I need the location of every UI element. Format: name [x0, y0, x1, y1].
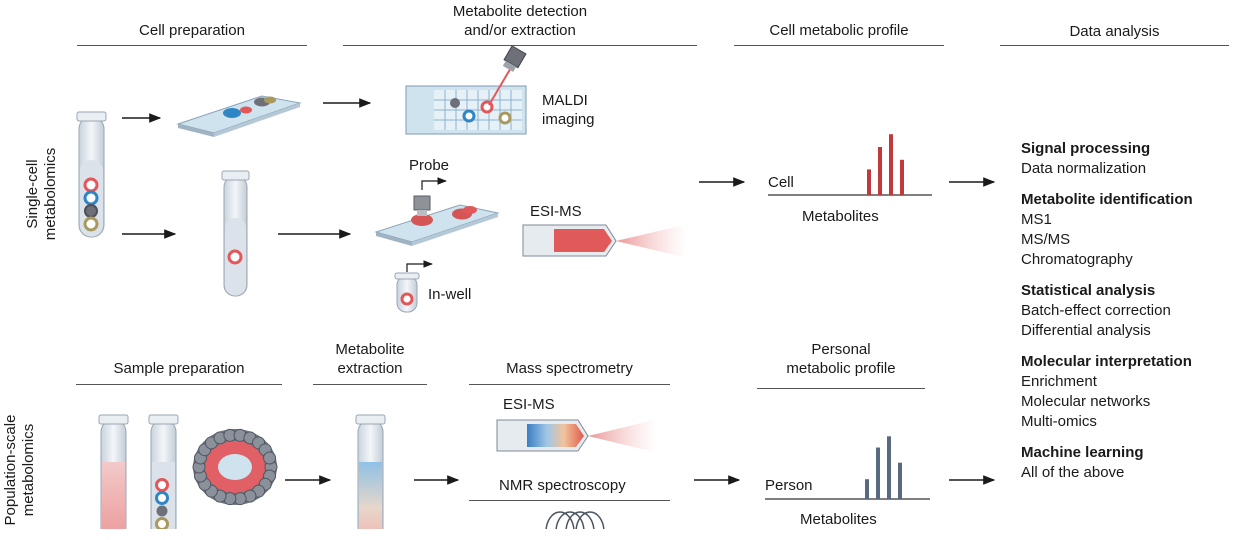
cell-olive-icon [83, 216, 99, 232]
analysis-item: MS/MS [1021, 231, 1071, 248]
esi-ms-instrument-top [522, 224, 688, 258]
maldi-plate-icon [405, 45, 527, 135]
tube-mixed-cells [76, 111, 107, 238]
analysis-item: All of the above [1021, 464, 1125, 481]
metabolite-peak-bar [887, 436, 891, 499]
analysis-item: Data normalization [1021, 160, 1147, 177]
metabolite-peak-bar [878, 147, 882, 195]
analysis-title: Signal processing [1021, 140, 1151, 157]
header-rule [343, 45, 697, 46]
esi-ms-top-label: ESI-MS [530, 203, 582, 220]
analysis-group: Signal processing Data normalization [1021, 139, 1193, 179]
analysis-title: Machine learning [1021, 444, 1144, 461]
nmr-rule [469, 500, 670, 501]
analysis-item: Enrichment [1021, 373, 1097, 390]
metabolite-peak-bar [867, 169, 871, 195]
esi-ms-bottom-label: ESI-MS [503, 396, 555, 413]
header-mass-spectrometry: Mass spectrometry [506, 360, 633, 377]
cell-metabolite-peaks [867, 134, 904, 195]
person-label: Person [765, 477, 813, 494]
analysis-title: Metabolite identification [1021, 191, 1193, 208]
header-metabolite-detection: Metabolite detection and/or extraction [452, 3, 588, 39]
analysis-item: Chromatography [1021, 251, 1133, 268]
analysis-group: Metabolite identification MS1 MS/MS Chro… [1021, 190, 1193, 270]
analysis-title: Molecular interpretation [1021, 353, 1192, 370]
metabolite-peak-bar [889, 134, 893, 195]
analysis-item: Molecular networks [1021, 393, 1151, 410]
glass-slide-with-cells [176, 95, 302, 137]
diagram-graphics [76, 45, 996, 529]
metabolites-top-label: Metabolites [802, 208, 879, 225]
tube-blood-plasma [98, 414, 129, 529]
cell-blue-icon [83, 190, 99, 206]
header-personal-profile: Personal metabolic profile [786, 341, 896, 377]
header-sample-preparation: Sample preparation [113, 360, 245, 377]
data-analysis-list: Signal processing Data normalization Met… [1021, 139, 1193, 494]
header-cell-preparation: Cell preparation [139, 22, 245, 39]
header-metabolite-extraction: Metabolite extraction [335, 341, 405, 377]
metabolite-peak-bar [865, 479, 869, 499]
analysis-item: Batch-effect correction [1021, 302, 1171, 319]
person-metabolite-peaks [865, 436, 902, 499]
tissue-organoid-icon [192, 428, 278, 506]
cell-grey-icon [84, 204, 98, 218]
header-rule [76, 384, 282, 385]
metabolite-peak-bar [898, 462, 902, 499]
analysis-item: Multi-omics [1021, 413, 1097, 430]
metabolite-peak-bar [900, 159, 904, 195]
maldi-label: MALDI imaging [542, 92, 595, 128]
header-cell-metabolic-profile: Cell metabolic profile [769, 22, 909, 39]
probe-slide-icon [374, 177, 500, 246]
cell-red-icon [83, 177, 99, 193]
probe-label: Probe [409, 157, 450, 174]
header-rule [757, 388, 925, 389]
header-rule [1000, 45, 1229, 46]
esi-ms-instrument-bottom [496, 419, 658, 453]
header-rule [734, 45, 944, 46]
analysis-item: Differential analysis [1021, 322, 1151, 339]
nmr-label: NMR spectroscopy [499, 477, 626, 494]
header-rule [77, 45, 307, 46]
analysis-group: Statistical analysis Batch-effect correc… [1021, 281, 1193, 341]
nmr-coil-icon [545, 511, 605, 529]
tube-extracted-metabolites [355, 414, 386, 529]
metabolites-bottom-label: Metabolites [800, 511, 877, 528]
analysis-group: Molecular interpretation Enrichment Mole… [1021, 352, 1193, 432]
header-rule [469, 384, 670, 385]
metabolite-peak-bar [876, 447, 880, 499]
tube-cells-population [148, 414, 179, 529]
in-well-label: In-well [428, 286, 472, 303]
analysis-group: Machine learning All of the above [1021, 443, 1193, 483]
analysis-item: MS1 [1021, 211, 1052, 228]
population-section-label: Population-scale metabolomics [2, 414, 37, 526]
cell-label: Cell [768, 174, 794, 191]
analysis-title: Statistical analysis [1021, 282, 1156, 299]
header-rule [313, 384, 427, 385]
in-well-tube-icon [394, 260, 433, 313]
single-cell-section-label: Single-cell metabolomics [24, 147, 59, 241]
tube-single-cell [221, 170, 250, 297]
header-data-analysis: Data analysis [1069, 23, 1160, 40]
